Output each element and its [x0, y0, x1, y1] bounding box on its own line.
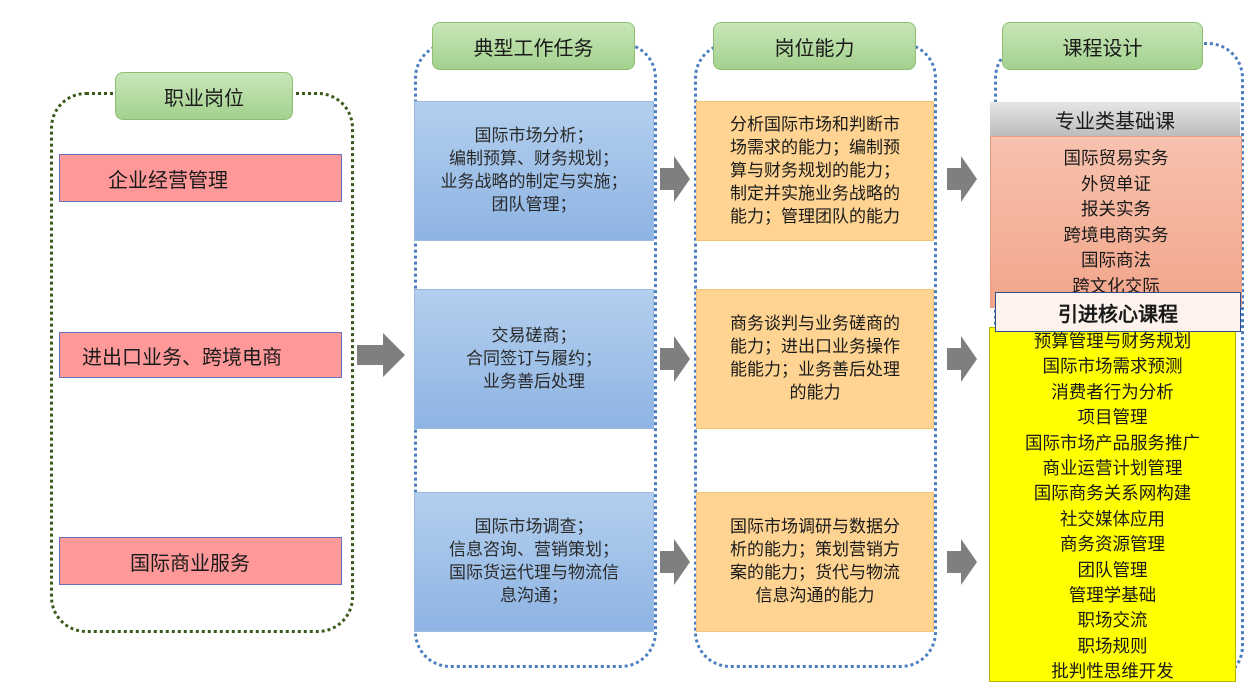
arrow-right-icon [357, 333, 405, 377]
course-item: 国际商务关系网构建 [1033, 484, 1192, 505]
core-courses-title: 引进核心课程 [995, 292, 1241, 332]
course-item: 预算管理与财务规划 [1033, 332, 1192, 352]
basic-courses-list: 国际贸易实务 外贸单证 报关实务 跨境电商实务 国际商法 跨文化交际 [990, 136, 1242, 308]
courses-header: 课程设计 [1002, 22, 1203, 70]
course-item: 管理学基础 [1068, 586, 1157, 607]
core-courses-list: 预算管理与财务规划 国际市场需求预测 消费者行为分析 项目管理 国际市场产品服务… [989, 327, 1236, 682]
course-item: 社交媒体应用 [1060, 509, 1165, 530]
ability-box: 分析国际市场和判断市 场需求的能力；编制预 算与财务规划的能力； 制定并实施业务… [696, 101, 934, 241]
arrow-right-icon [660, 156, 690, 202]
task-box: 交易磋商； 合同签订与履约； 业务善后处理 [414, 289, 654, 429]
task-box: 国际市场调查； 信息咨询、营销策划； 国际货运代理与物流信 息沟通； [414, 492, 654, 632]
course-item: 职场交流 [1077, 611, 1148, 632]
course-item: 跨境电商实务 [1063, 225, 1169, 246]
course-item: 国际商法 [1081, 251, 1151, 271]
arrow-right-icon [660, 336, 690, 382]
ability-box: 商务谈判与业务磋商的 能力；进出口业务操作 能能力；业务善后处理 的能力 [696, 289, 934, 429]
jobs-header: 职业岗位 [115, 72, 293, 120]
course-item: 团队管理 [1077, 560, 1148, 581]
tasks-header: 典型工作任务 [432, 22, 635, 70]
course-item: 商业运营计划管理 [1042, 459, 1183, 480]
abilities-header: 岗位能力 [713, 22, 916, 70]
course-item: 项目管理 [1077, 408, 1148, 429]
course-item: 外贸单证 [1081, 174, 1151, 195]
arrow-right-icon [660, 539, 690, 585]
course-item: 报关实务 [1081, 200, 1151, 220]
arrow-right-icon [947, 336, 977, 382]
task-box: 国际市场分析； 编制预算、财务规划； 业务战略的制定与实施； 团队管理； [414, 101, 654, 241]
course-item: 批判性思维开发 [1051, 662, 1174, 683]
arrow-right-icon [947, 539, 977, 585]
job-box: 进出口业务、跨境电商 [59, 332, 342, 378]
course-item: 国际市场需求预测 [1042, 357, 1183, 378]
course-item: 商务资源管理 [1060, 535, 1165, 556]
course-item: 国际贸易实务 [1063, 149, 1169, 169]
job-box: 国际商业服务 [59, 537, 342, 585]
ability-box: 国际市场调研与数据分 析的能力；策划营销方 案的能力；货代与物流 信息沟通的能力 [696, 492, 934, 632]
course-item: 跨文化交际 [1072, 276, 1160, 297]
course-item: 国际市场产品服务推广 [1025, 433, 1200, 454]
course-item: 职场规则 [1077, 636, 1148, 657]
basic-courses-title: 专业类基础课 [990, 102, 1240, 136]
course-item: 消费者行为分析 [1051, 382, 1174, 403]
arrow-right-icon [947, 156, 977, 202]
job-box: 企业经营管理 [59, 154, 342, 202]
